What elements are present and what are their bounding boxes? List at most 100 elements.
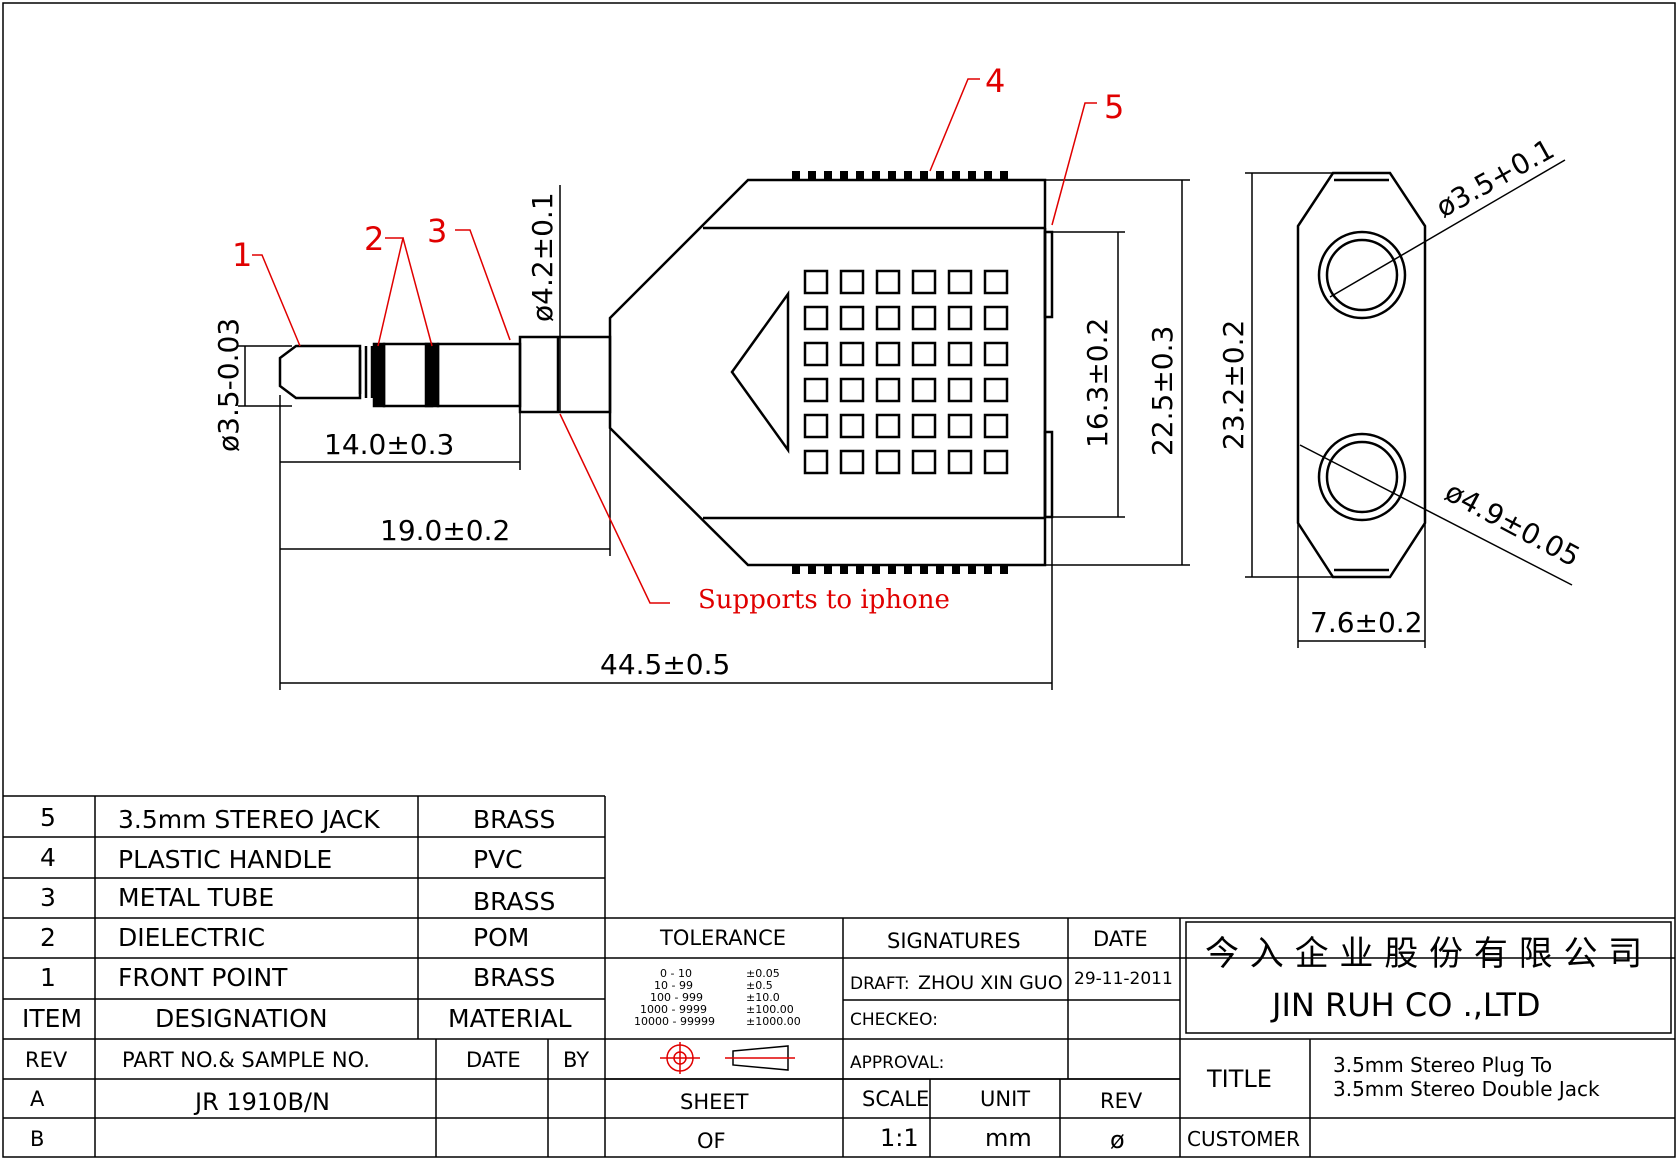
grip-square xyxy=(983,269,1009,295)
callout-1: 1 xyxy=(232,236,252,274)
grip-square xyxy=(983,305,1009,331)
grip-square xyxy=(875,413,901,439)
sheet-info: SHEET OF SCALE 1:1 UNIT mm REV ø xyxy=(680,1087,1143,1154)
bom-designation: FRONT POINT xyxy=(118,963,288,992)
tolerance-block: TOLERANCE 0 - 10 10 - 99 100 - 999 1000 … xyxy=(634,926,801,1028)
grip-square xyxy=(911,413,937,439)
callout-leaders xyxy=(252,78,1097,604)
grip-square xyxy=(803,269,829,295)
dimension-lines xyxy=(238,179,1190,690)
callout-5: 5 xyxy=(1104,88,1124,126)
bom-header-designation: DESIGNATION xyxy=(155,1004,328,1033)
dim-w-76: 7.6±0.2 xyxy=(1310,606,1423,639)
callout-3: 3 xyxy=(427,212,447,250)
rev-header-by: BY xyxy=(563,1048,589,1072)
company-chinese: 今 入 企 业 股 份 有 限 公 司 xyxy=(1205,934,1642,974)
signatures-title: SIGNATURES xyxy=(887,929,1021,953)
grip-square xyxy=(803,305,829,331)
bom-designation: DIELECTRIC xyxy=(118,923,265,952)
bom-item: 1 xyxy=(40,963,56,992)
grip-square xyxy=(911,377,937,403)
grip-square xyxy=(839,269,865,295)
scale-value: 1:1 xyxy=(880,1124,919,1152)
grip-square xyxy=(983,449,1009,475)
callout-4: 4 xyxy=(985,62,1005,100)
grip-arrow xyxy=(730,290,790,454)
tolerance-value: ±100.00 xyxy=(746,1003,794,1016)
grip-square xyxy=(875,377,901,403)
company-block: 今 入 企 业 股 份 有 限 公 司 JIN RUH CO .,LTD xyxy=(1205,934,1642,1024)
sheet-label: SHEET xyxy=(680,1090,749,1114)
dim-h-16: 16.3±0.2 xyxy=(1081,318,1114,448)
draft-label: DRAFT: xyxy=(850,974,910,994)
scale-label: SCALE xyxy=(862,1087,929,1111)
bom-designation: METAL TUBE xyxy=(118,883,274,912)
jack-stub-bottom xyxy=(1043,430,1054,519)
approval-label: APPROVAL: xyxy=(850,1053,944,1073)
grip-square xyxy=(875,449,901,475)
tolerance-title: TOLERANCE xyxy=(659,926,786,950)
dielectric-ring-1 xyxy=(372,342,386,408)
callout-note: Supports to iphone xyxy=(698,585,950,615)
grip-square xyxy=(875,269,901,295)
bom-material: BRASS xyxy=(473,963,555,992)
tolerance-value: ±0.05 xyxy=(746,967,780,980)
rev-label: REV xyxy=(1100,1089,1143,1113)
rev-header-rev: REV xyxy=(25,1048,68,1072)
grip-square xyxy=(803,377,829,403)
tolerance-range: 0 - 10 xyxy=(660,967,692,980)
rev-row-a: A xyxy=(30,1087,45,1111)
dim-len-14: 14.0±0.3 xyxy=(324,428,454,461)
bom-rows: 5 3.5mm STEREO JACK BRASS 4 PLASTIC HAND… xyxy=(22,803,572,1033)
jack-stub-top xyxy=(1043,230,1054,319)
checked-label: CHECKEO: xyxy=(850,1010,938,1030)
jack-hole-bottom xyxy=(1317,432,1407,522)
grip-square xyxy=(947,269,973,295)
company-english: JIN RUH CO .,LTD xyxy=(1270,986,1541,1024)
bom-designation: PLASTIC HANDLE xyxy=(118,845,332,874)
dim-h-23: 23.2±0.2 xyxy=(1217,320,1250,450)
dim-len-44: 44.5±0.5 xyxy=(600,648,730,681)
tolerance-value: ±10.0 xyxy=(746,991,780,1004)
tolerance-range: 10000 - 99999 xyxy=(634,1015,715,1028)
grip-square xyxy=(839,377,865,403)
jack-hole-top xyxy=(1317,230,1407,320)
grip-square xyxy=(839,413,865,439)
grip-square xyxy=(839,305,865,331)
draft-name: ZHOU XIN GUO xyxy=(918,972,1063,994)
rev-value: ø xyxy=(1110,1126,1125,1154)
grip-square xyxy=(947,305,973,331)
bom-item: 4 xyxy=(40,843,56,872)
front-view-dimensions xyxy=(1245,159,1573,648)
grip-square xyxy=(803,413,829,439)
tolerance-value: ±1000.00 xyxy=(746,1015,801,1028)
rev-row-a-part: JR 1910B/N xyxy=(193,1088,330,1116)
grip-square xyxy=(911,449,937,475)
unit-label: UNIT xyxy=(980,1087,1030,1111)
title-label: TITLE xyxy=(1206,1065,1272,1093)
dim-plug-dia: ø3.5-0.03 xyxy=(212,318,245,452)
bom-material: POM xyxy=(473,923,529,952)
grip-square xyxy=(911,269,937,295)
bom-header-item: ITEM xyxy=(22,1004,82,1033)
rev-row-b: B xyxy=(30,1127,44,1151)
of-label: OF xyxy=(697,1129,726,1153)
dielectric-ring-2 xyxy=(424,342,440,408)
bom-item: 5 xyxy=(40,803,56,832)
unit-value: mm xyxy=(985,1124,1032,1152)
grip-square xyxy=(911,341,937,367)
callout-2: 2 xyxy=(364,220,384,258)
grip-square xyxy=(911,305,937,331)
grip-square xyxy=(947,413,973,439)
grip-teeth xyxy=(792,171,1008,574)
grip-square xyxy=(839,449,865,475)
grip-square xyxy=(947,341,973,367)
rev-header-part: PART NO.& SAMPLE NO. xyxy=(122,1048,370,1072)
grip-square xyxy=(875,305,901,331)
grip-square xyxy=(803,341,829,367)
tolerance-range: 10 - 99 xyxy=(654,979,693,992)
front-point xyxy=(278,344,362,400)
tolerance-range: 100 - 999 xyxy=(650,991,703,1004)
